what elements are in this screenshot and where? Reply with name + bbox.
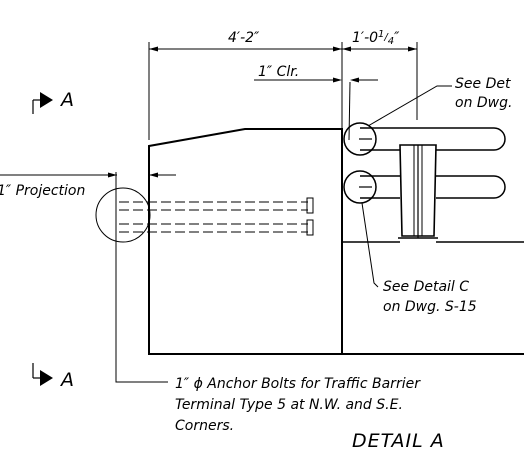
projection-dimension: 1″ Projection bbox=[0, 172, 176, 212]
arrowhead bbox=[333, 46, 342, 52]
rail-lower-detail-circle bbox=[343, 170, 377, 204]
section-label-bottom: A bbox=[59, 369, 75, 391]
guard-rails bbox=[343, 122, 506, 204]
anchor-bolt-leader bbox=[115, 212, 168, 383]
rail-post bbox=[398, 144, 438, 243]
rail-lower bbox=[360, 175, 506, 199]
see-detail-c-leader bbox=[361, 202, 379, 288]
anchor-bolt-upper-nut bbox=[306, 197, 314, 214]
anchor-bolts bbox=[119, 197, 314, 236]
dimension-overall: 4′-2″ bbox=[148, 30, 343, 140]
projection-text: 1″ Projection bbox=[0, 183, 85, 199]
anchor-bolt-lower-nut bbox=[306, 219, 314, 236]
arrowhead bbox=[149, 46, 158, 52]
arrowhead bbox=[108, 172, 117, 178]
anchor-note-line3: Corners. bbox=[175, 418, 234, 434]
clearance-dimension: 1″ Clr. bbox=[254, 64, 378, 141]
rail-upper bbox=[360, 127, 506, 151]
rail-upper-detail-circle bbox=[343, 122, 377, 156]
arrowhead bbox=[342, 46, 351, 52]
see-detail-top-line1: See Det bbox=[455, 76, 511, 92]
rail-post-outline bbox=[399, 144, 437, 237]
arrowhead bbox=[350, 77, 359, 83]
bolt-detail-circle bbox=[95, 187, 151, 243]
anchor-note-line1: 1″ ϕ Anchor Bolts for Traffic Barrier bbox=[175, 376, 421, 392]
section-arrow-icon bbox=[40, 370, 53, 386]
clearance-text: 1″ Clr. bbox=[258, 64, 299, 80]
barrier-terminal-outline bbox=[148, 128, 343, 355]
arrowhead bbox=[149, 172, 158, 178]
anchor-bolt-note: 1″ ϕ Anchor Bolts for Traffic Barrier Te… bbox=[175, 376, 421, 434]
see-detail-top-leader bbox=[367, 85, 452, 127]
dimension-overall-text: 4′-2″ bbox=[228, 30, 260, 46]
dimension-rail: 1′-01/4″ bbox=[342, 29, 418, 120]
see-detail-c-line2: on Dwg. S-15 bbox=[383, 299, 477, 315]
see-detail-c-callout: See Detail C on Dwg. S-15 bbox=[361, 202, 477, 315]
arrowhead bbox=[333, 77, 342, 83]
see-detail-top-callout: See Det on Dwg. bbox=[367, 76, 512, 127]
section-label-top: A bbox=[59, 89, 75, 111]
see-detail-c-line1: See Detail C bbox=[383, 279, 469, 295]
arrowhead bbox=[408, 46, 417, 52]
detail-title: DETAIL A bbox=[352, 430, 445, 452]
dimension-rail-text: 1′-01/4″ bbox=[352, 29, 400, 47]
section-arrow-icon bbox=[40, 92, 53, 108]
see-detail-top-line2: on Dwg. bbox=[455, 95, 512, 111]
section-marker-top: A bbox=[32, 89, 75, 114]
anchor-note-line2: Terminal Type 5 at N.W. and S.E. bbox=[175, 397, 403, 413]
clearance-extension-line bbox=[348, 81, 351, 141]
section-marker-bottom: A bbox=[32, 363, 75, 391]
